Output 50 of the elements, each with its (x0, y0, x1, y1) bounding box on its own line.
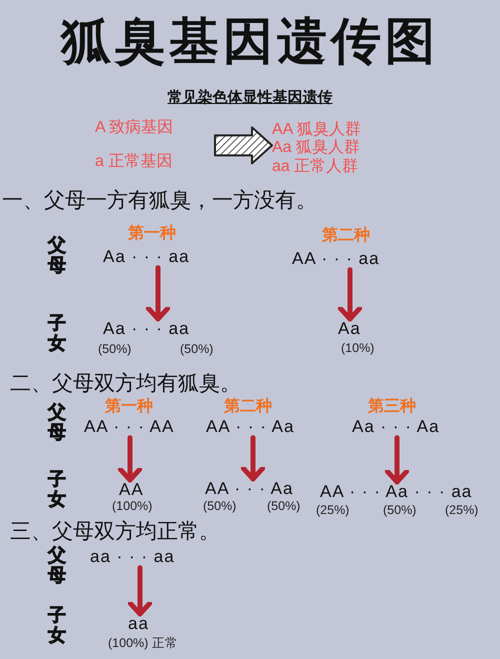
arrow (146, 265, 170, 322)
genotype-text: Aa · · · aa (103, 320, 190, 339)
row-label: 父母 (48, 403, 66, 443)
arrow (384, 435, 410, 484)
legend-text: aa 正常人群 (272, 158, 358, 176)
block-arrow (214, 126, 273, 164)
genotype-text: Aa · · · Aa (352, 418, 440, 437)
genotype-text: AA · · · AA (84, 418, 174, 437)
percentage-text: (50%) (267, 500, 300, 514)
genotype-text: Aa · · · aa (103, 248, 190, 267)
genotype-text: aa · · · aa (90, 548, 175, 567)
legend-text: AA 狐臭人群 (272, 121, 361, 139)
section-heading: 三、父母双方均正常。 (10, 519, 220, 545)
genotype-text: AA · · · Aa (205, 480, 294, 499)
genotype-text: AA · · · Aa (206, 418, 294, 437)
row-label: 父母 (48, 546, 66, 586)
arrow (128, 565, 152, 616)
legend-text: a 正常基因 (95, 153, 172, 172)
arrow (338, 267, 362, 322)
arrow (118, 435, 142, 482)
legend-text: Aa 狐臭人群 (272, 139, 360, 158)
percentage-text: (100%) 正常 (108, 637, 178, 651)
percentage-text: (50%) (383, 504, 416, 518)
case-label: 第三种 (368, 396, 416, 417)
case-label: 第二种 (322, 226, 370, 246)
arrow (240, 435, 266, 482)
percentage-text: (50%) (203, 500, 236, 514)
genotype-text: Aa (338, 320, 361, 339)
genotype-text: AA (119, 481, 144, 500)
genotype-text: AA · · · aa (292, 250, 380, 269)
percentage-text: (50%) (98, 343, 132, 357)
case-label: 第二种 (224, 396, 272, 417)
percentage-text: (100%) (112, 500, 152, 514)
legend-text: A 致病基因 (95, 119, 174, 138)
subtitle: 常见染色体显性基因遗传 (168, 88, 332, 107)
section-heading: 二、父母双方均有狐臭。 (10, 371, 241, 397)
section-heading: 一、父母一方有狐臭，一方没有。 (2, 188, 317, 214)
genotype-text: AA · · · Aa · · · aa (320, 483, 472, 502)
percentage-text: (50%) (180, 343, 214, 357)
case-label: 第一种 (105, 396, 153, 417)
percentage-text: (25%) (316, 504, 350, 518)
genotype-text: aa (128, 615, 149, 634)
case-label: 第一种 (128, 224, 176, 244)
row-label: 父母 (48, 236, 66, 276)
percentage-text: (25%) (445, 504, 478, 518)
percentage-text: (10%) (341, 342, 374, 356)
title: 狐臭基因遗传图 (59, 14, 440, 69)
row-label: 子女 (48, 470, 66, 510)
row-label: 子女 (48, 314, 66, 354)
row-label: 子女 (48, 606, 66, 646)
